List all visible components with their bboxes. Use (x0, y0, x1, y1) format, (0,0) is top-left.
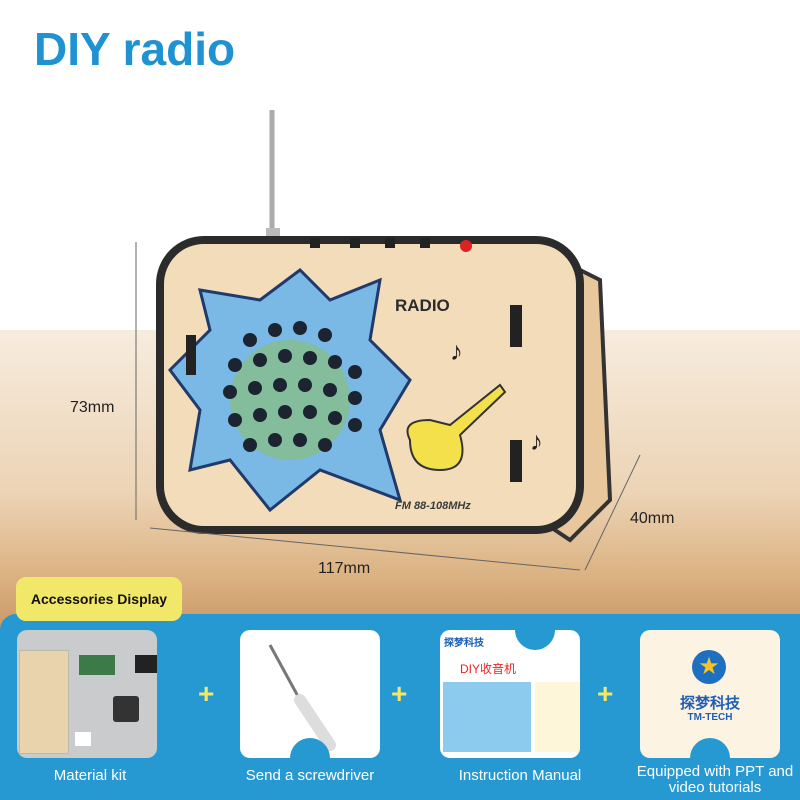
screwdriver-image (240, 630, 380, 758)
plus-icon: + (198, 678, 215, 709)
height-dimension: 73mm (70, 399, 115, 416)
depth-dimension: 40mm (630, 510, 675, 527)
brand-en: TM-TECH (687, 712, 733, 723)
brand-cn: 探梦科技 (679, 695, 740, 712)
plus-icon: + (597, 678, 614, 709)
caption-material-kit: Material kit (53, 767, 127, 784)
radio-illustration: ♪♪ (156, 110, 613, 543)
star-logo-icon: ★ (692, 650, 726, 684)
radio-label: RADIO (395, 296, 450, 315)
plus-icon: + (391, 678, 408, 709)
radio-frequency: FM 88-108MHz (395, 500, 471, 512)
caption-tutorials: Equipped with PPT and video tutorials (636, 763, 794, 796)
manual-title: DIY收音机 (460, 662, 517, 676)
material-kit-image (17, 630, 157, 758)
page-title: DIY radio (34, 23, 236, 75)
svg-text:♪: ♪ (450, 336, 463, 366)
manual-brand: 探梦科技 (444, 638, 484, 649)
tm-tech-logo-card: ★ 探梦科技 TM-TECH (640, 630, 780, 758)
width-dimension: 117mm (318, 560, 371, 577)
instruction-manual-image: 探梦科技 DIY收音机 (440, 630, 580, 758)
dimension-lines (135, 242, 641, 571)
svg-text:♪: ♪ (530, 426, 543, 456)
accessories-badge: Accessories Display (16, 577, 182, 621)
caption-screwdriver: Send a screwdriver (245, 767, 375, 784)
caption-instruction-manual: Instruction Manual (458, 767, 582, 784)
